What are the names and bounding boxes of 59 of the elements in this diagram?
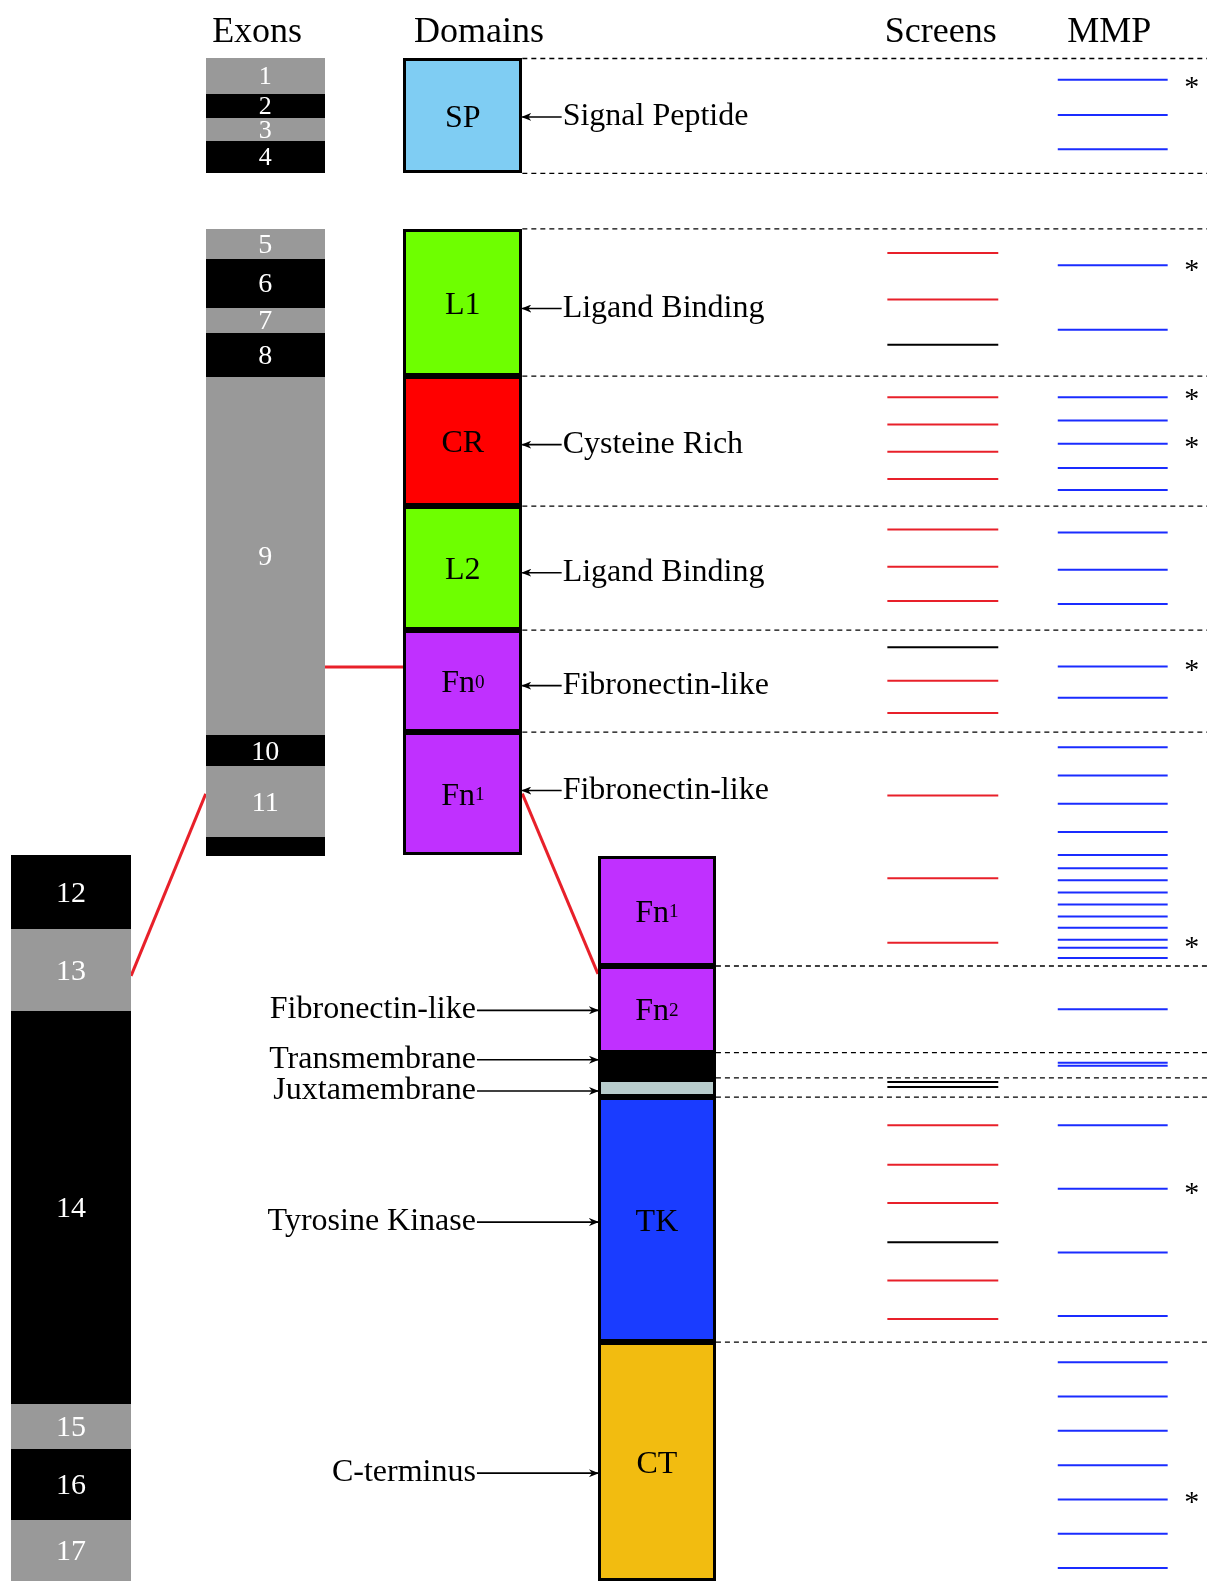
column-heading: Domains [413,12,544,49]
asterisk: * [1184,1176,1200,1207]
asterisk: * [1184,70,1200,101]
arrow [476,1087,599,1095]
column-heading: MMP [1067,12,1152,49]
exon-block [205,836,325,857]
exon-block: 9 [205,377,325,736]
column-heading: Screens [884,12,997,49]
domain-box: L2 [403,506,523,631]
domain-box: L1 [403,228,523,377]
exon-block: 3 [205,117,325,142]
domain-label: Tyrosine Kinase [267,1201,476,1238]
exon-block: 14 [11,1011,132,1404]
exon-block: 16 [11,1449,132,1520]
asterisk: * [1184,430,1200,461]
exon-block: 11 [205,766,325,837]
connector-line [520,793,600,975]
arrow [521,304,563,313]
domain-label: C-terminus [331,1452,476,1489]
domain-band [597,1052,716,1079]
connector-line [324,665,404,669]
asterisk: * [1184,653,1200,684]
asterisk: * [1184,1486,1200,1517]
exon-block: 1 [205,58,325,94]
exon-block: 2 [205,93,325,118]
exon-block: 6 [205,259,325,308]
domain-box: CT [597,1342,716,1581]
domain-box: SP [403,58,523,174]
column-heading: Exons [212,12,303,49]
arrow [521,112,563,121]
exon-block: 13 [11,928,132,1012]
exon-block: 15 [11,1403,132,1449]
asterisk: * [1184,930,1200,961]
arrow [521,568,563,577]
exon-block: 17 [11,1519,132,1581]
domain-label: Ligand Binding [562,551,765,588]
domain-label: Signal Peptide [562,95,749,132]
arrow [521,440,563,449]
exon-block: 7 [205,307,325,333]
asterisk: * [1184,383,1200,414]
domain-box: TK [597,1097,716,1343]
domain-label: Ligand Binding [562,287,765,324]
exon-block: 5 [205,228,325,260]
domain-box: CR [403,376,523,507]
exon-block: 12 [11,855,132,929]
arrow [476,1055,599,1064]
domain-label: Fibronectin-like [269,989,476,1026]
exon-block: 8 [205,332,325,378]
exon-block: 10 [205,735,325,767]
arrow [476,1469,599,1478]
exon-block: 4 [205,141,325,174]
arrow [521,681,563,690]
domain-label: Fibronectin-like [562,664,769,701]
arrow [476,1218,599,1227]
domain-label: Cysteine Rich [562,423,744,460]
domain-label: Fibronectin-like [562,769,769,806]
asterisk: * [1184,254,1200,285]
arrow [521,786,563,795]
arrow [476,1006,599,1015]
